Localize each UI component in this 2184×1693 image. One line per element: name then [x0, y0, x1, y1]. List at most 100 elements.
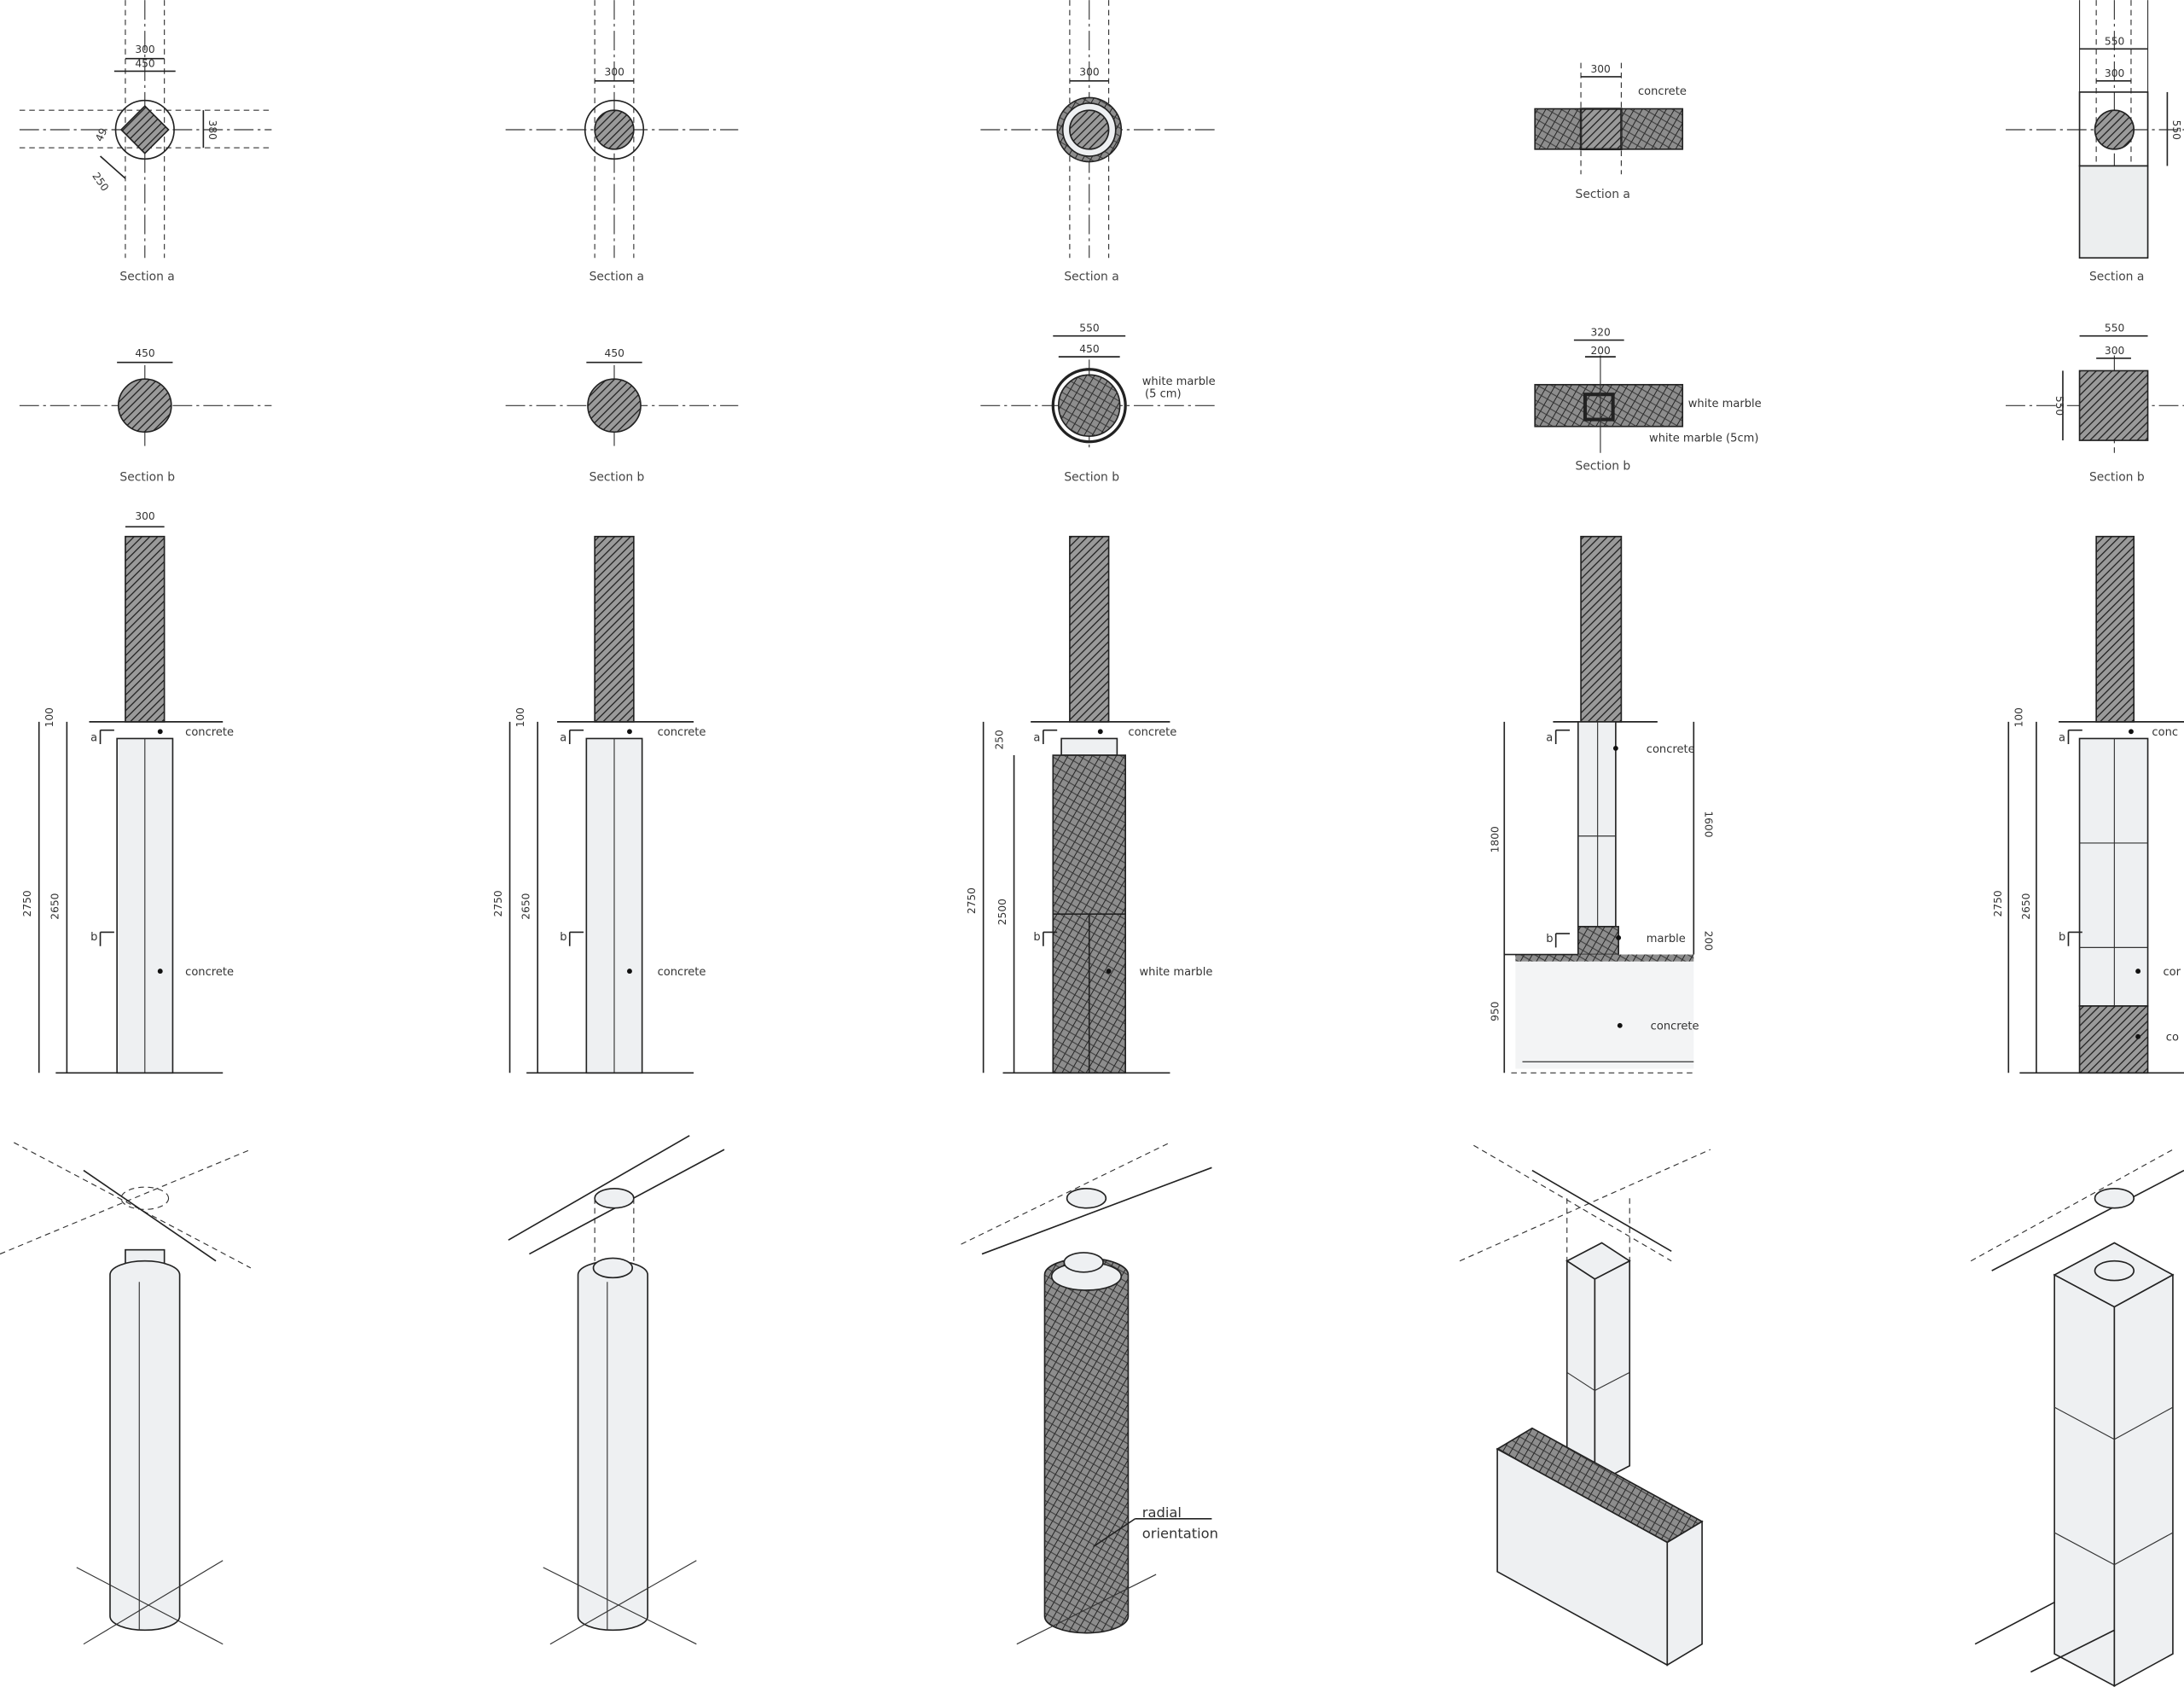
- material-label: concrete: [658, 966, 706, 979]
- material-label: concrete: [1638, 85, 1687, 98]
- section-marker: b: [1546, 933, 1553, 945]
- material-label: (5 cm): [1145, 387, 1182, 400]
- section-marker: a: [2059, 732, 2065, 745]
- dim: 2750: [21, 890, 33, 916]
- col5-isometric: [1970, 1149, 2184, 1688]
- dim: 100: [2013, 707, 2025, 727]
- col5-section-b: 550 300 550 Section b: [2006, 323, 2184, 484]
- dim: 300: [135, 510, 154, 522]
- col4-elevation: 1800 1600 200 950 a b concrete marble co…: [1490, 535, 1714, 1073]
- dim: 200: [1702, 931, 1714, 951]
- dim: 550: [2170, 120, 2182, 140]
- col1-elevation: 300 100 2750 2650 a b concrete concrete: [21, 510, 234, 1074]
- material-label: marble: [1647, 933, 1686, 945]
- section-caption: Section a: [119, 270, 174, 283]
- column-1: 300 450 380 250 49 Section a 450 Section…: [0, 0, 272, 1645]
- col5-section-a: 550 300 550 Section a: [2006, 0, 2184, 283]
- dim: 100: [514, 707, 526, 727]
- dim: 450: [135, 347, 154, 359]
- section-caption: Section a: [1576, 188, 1630, 201]
- section-marker: a: [560, 732, 566, 745]
- col5-elevation: 100 2750 2650 a b conc cor co: [1992, 535, 2184, 1074]
- dim: 450: [135, 58, 154, 70]
- dim: 2750: [966, 887, 978, 914]
- material-label: concrete: [658, 726, 706, 739]
- material-label: white marble: [1140, 966, 1213, 979]
- col4-section-a: 300 concrete Section a: [1534, 62, 1687, 201]
- dim: 2750: [1992, 890, 2004, 916]
- dim: 300: [2105, 67, 2124, 79]
- dim: 320: [1590, 327, 1610, 339]
- dim: 250: [90, 171, 111, 194]
- col1-isometric: [0, 1142, 252, 1645]
- col3-elevation: 250 2750 2500 a b concrete white marble: [966, 535, 1213, 1074]
- section-marker: a: [1033, 732, 1040, 745]
- section-marker: a: [90, 732, 97, 745]
- dim: 550: [2105, 35, 2124, 47]
- dim: 1600: [1702, 811, 1714, 837]
- section-caption: Section b: [1576, 459, 1631, 473]
- column-3: 300 Section a 550 450 white marble (5 cm…: [961, 0, 1218, 1645]
- dim: 2650: [49, 893, 61, 920]
- dim: 1800: [1490, 826, 1502, 852]
- dim: 300: [1590, 63, 1610, 75]
- dim: 380: [206, 120, 218, 140]
- material-label: white marble: [1142, 375, 1216, 388]
- dim: 2650: [2020, 893, 2032, 920]
- section-caption: Section a: [1064, 270, 1118, 283]
- col3-section-b: 550 450 white marble (5 cm) Section b: [980, 323, 1216, 484]
- dim: 300: [2105, 345, 2124, 357]
- col4-isometric: [1459, 1144, 1711, 1667]
- material-label: concrete: [185, 726, 234, 739]
- col1-section-b: 450 Section b: [19, 347, 272, 484]
- col4-section-b: 320 200 white marble white marble (5cm) …: [1534, 327, 1762, 473]
- column-4: 300 concrete Section a 320 200 white mar…: [1459, 62, 1762, 1667]
- material-label: concrete: [1647, 743, 1695, 756]
- col2-elevation: 100 2750 2650 a b concrete concrete: [492, 535, 706, 1074]
- material-label: concrete: [1651, 1021, 1699, 1033]
- material-label: co: [2166, 1032, 2179, 1044]
- dim: 550: [1079, 323, 1099, 335]
- material-label: white marble (5cm): [1649, 433, 1758, 445]
- dim: 300: [135, 44, 154, 55]
- section-caption: Section b: [2089, 470, 2145, 484]
- dim: 550: [2053, 396, 2065, 416]
- section-marker: b: [1033, 931, 1040, 944]
- dim: 950: [1490, 1002, 1502, 1021]
- dim: 2650: [520, 893, 531, 920]
- section-marker: b: [560, 931, 566, 944]
- material-label: conc: [2152, 726, 2178, 739]
- dim: 250: [994, 730, 1006, 749]
- dim: 450: [1079, 343, 1099, 355]
- annotation-label: orientation: [1142, 1526, 1218, 1542]
- dim: 300: [605, 66, 624, 78]
- section-caption: Section b: [119, 470, 175, 484]
- column-2: 300 Section a 450 Section b 100 2750 265…: [492, 0, 739, 1645]
- material-label: cor: [2164, 966, 2181, 979]
- col2-section-b: 450 Section b: [505, 347, 739, 484]
- col3-section-a: 300 Section a: [980, 0, 1215, 283]
- dim: 200: [1590, 345, 1610, 357]
- dim: 49: [93, 126, 109, 143]
- annotation-label: radial: [1142, 1504, 1182, 1521]
- dim: 2500: [996, 899, 1008, 925]
- section-caption: Section a: [2089, 270, 2144, 283]
- material-label: concrete: [185, 966, 234, 979]
- material-label: white marble: [1688, 398, 1762, 410]
- dim: 300: [1079, 66, 1099, 78]
- section-caption: Section b: [590, 470, 645, 484]
- dim: 100: [44, 707, 55, 727]
- dim: 450: [605, 347, 624, 359]
- section-caption: Section b: [1064, 470, 1119, 484]
- col2-section-a: 300 Section a: [505, 0, 739, 283]
- section-marker: b: [2059, 931, 2065, 944]
- col1-section-a: 300 450 380 250 49 Section a: [19, 0, 272, 283]
- col2-isometric: [508, 1135, 725, 1645]
- material-label: concrete: [1128, 726, 1176, 739]
- section-marker: b: [90, 931, 97, 944]
- dim: 550: [2105, 323, 2124, 335]
- col3-isometric: radial orientation: [961, 1142, 1218, 1645]
- column-5: 550 300 550 Section a 550 300 550 Sectio…: [1970, 0, 2184, 1688]
- dim: 2750: [492, 890, 504, 916]
